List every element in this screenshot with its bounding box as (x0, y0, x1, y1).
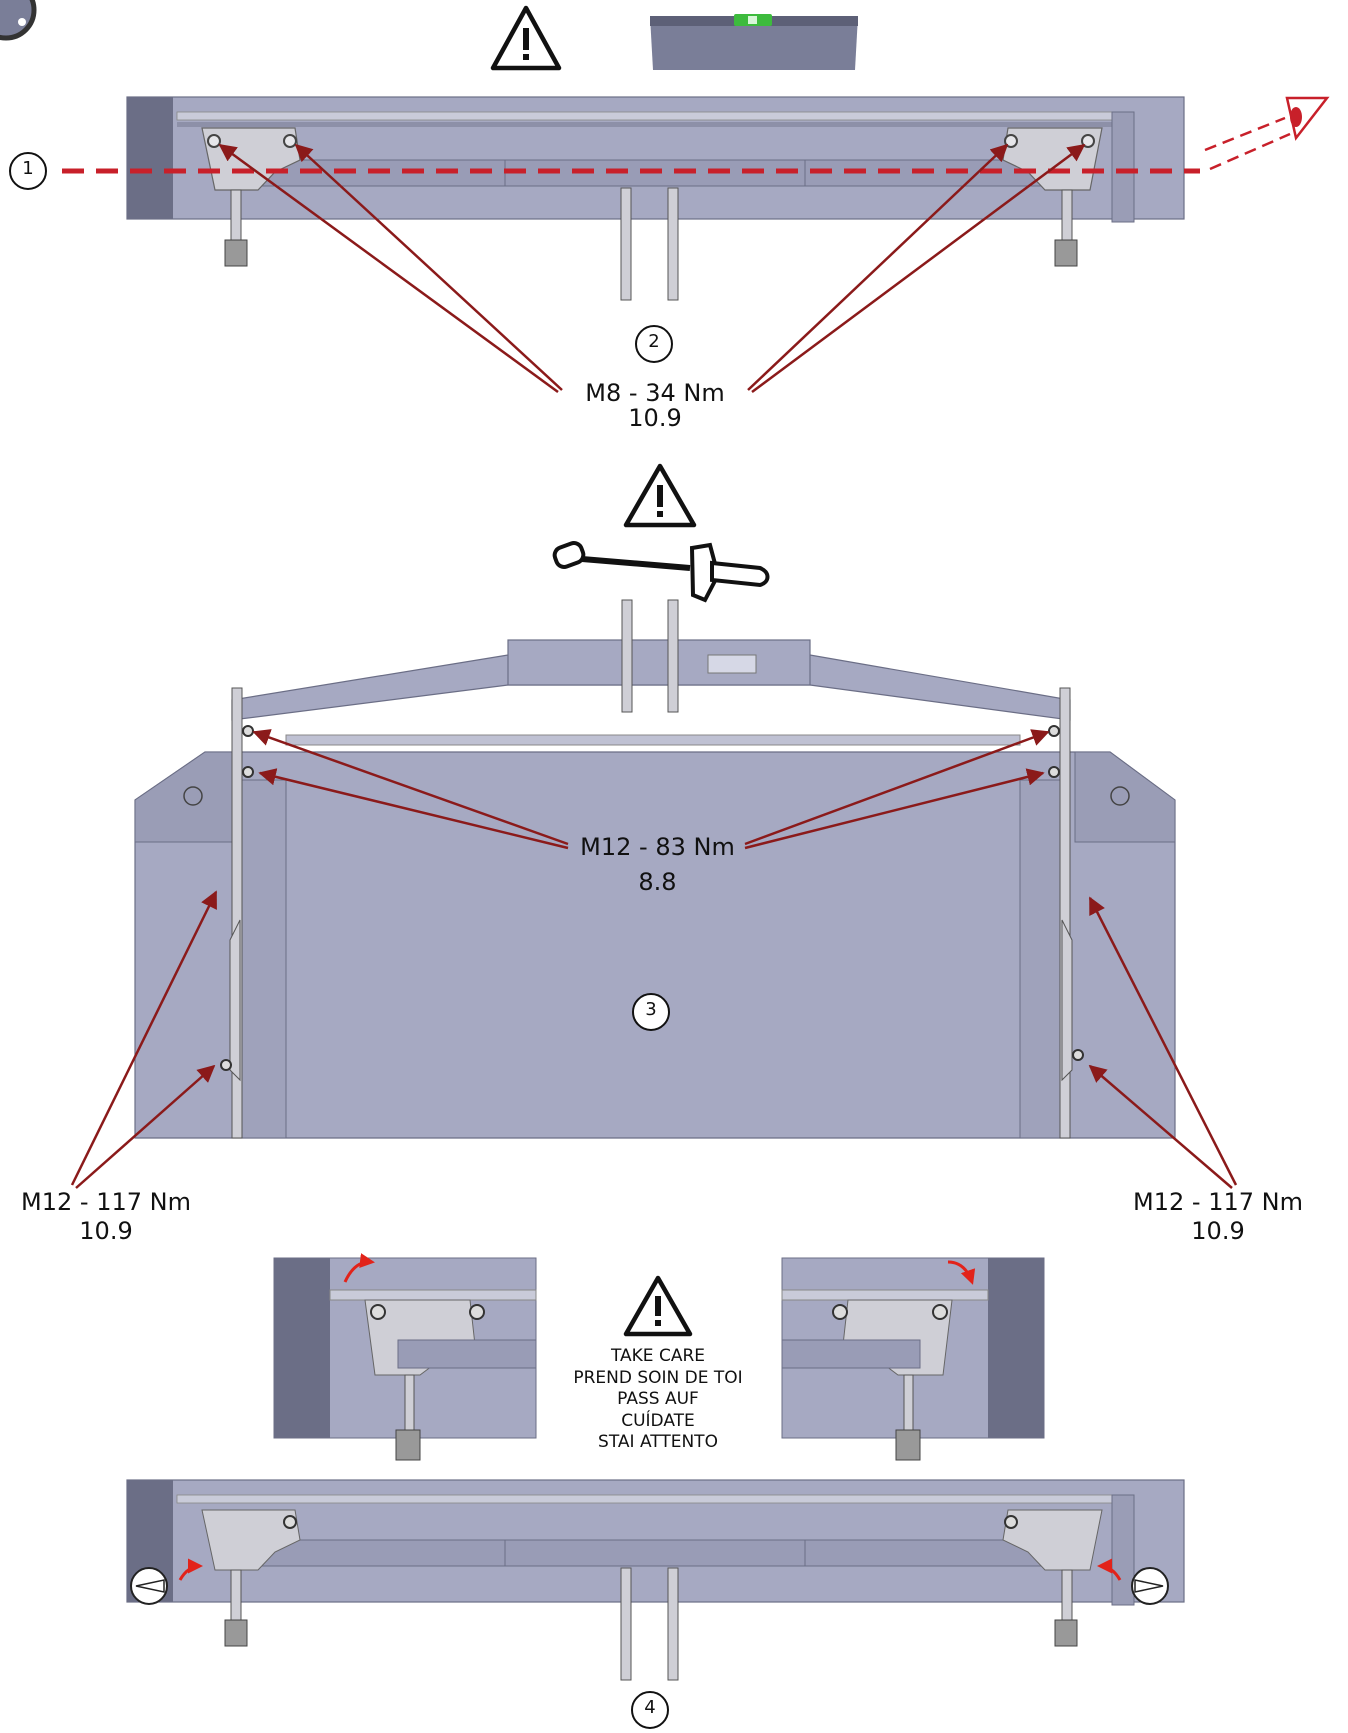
m12-83-callout: M12 - 83 Nm 8.8 (555, 830, 760, 900)
m12-83-spec: M12 - 83 Nm (580, 833, 735, 861)
step-3-marker (632, 993, 670, 1031)
m12-83-leader-arrows (252, 729, 1050, 850)
m12-117-left-grade: 10.9 (79, 1216, 133, 1245)
m8-torque-callout: M8 - 34 Nm 10.9 (555, 379, 755, 433)
m12-83-grade: 8.8 (638, 867, 677, 896)
m8-grade: 10.9 (628, 404, 682, 433)
m12-117-leader-arrows (70, 890, 1238, 1189)
take-care-warning-text: TAKE CARE PREND SOIN DE TOI PASS AUF CUÍ… (548, 1346, 768, 1454)
m12-117-right-grade: 10.9 (1191, 1216, 1245, 1245)
bottom-bar-assembly (126, 1479, 1185, 1681)
step-4-label: 4 (644, 1697, 656, 1718)
top-bar-assembly (126, 96, 1185, 301)
step-2-marker (635, 325, 673, 363)
step-3-label: 3 (645, 999, 657, 1020)
warning-line-fr: PREND SOIN DE TOI (573, 1367, 743, 1388)
m12-117-left-spec: M12 - 117 Nm (21, 1188, 191, 1216)
detail-inset-right (781, 1257, 1045, 1461)
sight-line-eye-icon (1204, 96, 1330, 171)
warning-line-es: CUÍDATE (621, 1410, 695, 1431)
spirit-level-icon (650, 14, 858, 70)
step-4-marker (631, 1691, 669, 1729)
warning-line-de: PASS AUF (617, 1389, 699, 1410)
screw-icon-right (1097, 1558, 1169, 1605)
screw-icon-left (130, 1558, 203, 1605)
warning-triangle-icon-3 (623, 1275, 693, 1337)
m12-117-callout-right: M12 - 117 Nm 10.9 (1118, 1188, 1318, 1246)
torque-wrench-icon (552, 541, 770, 603)
warning-triangle-icon (490, 5, 562, 71)
step-1-label: 1 (22, 158, 34, 179)
step-2-label: 2 (648, 331, 660, 352)
warning-triangle-icon-2 (623, 463, 697, 528)
m8-spec: M8 - 34 Nm (585, 379, 725, 407)
step-1-marker (9, 152, 47, 190)
detail-inset-left (273, 1253, 537, 1461)
m12-117-right-spec: M12 - 117 Nm (1133, 1188, 1303, 1216)
m12-117-callout-left: M12 - 117 Nm 10.9 (6, 1188, 206, 1246)
bucket-assembly (134, 599, 1176, 1139)
step-badge-icon (0, 0, 37, 41)
m8-leader-arrows (218, 143, 1086, 394)
warning-line-en: TAKE CARE (610, 1346, 706, 1366)
warning-line-it: STAI ATTENTO (598, 1432, 718, 1453)
